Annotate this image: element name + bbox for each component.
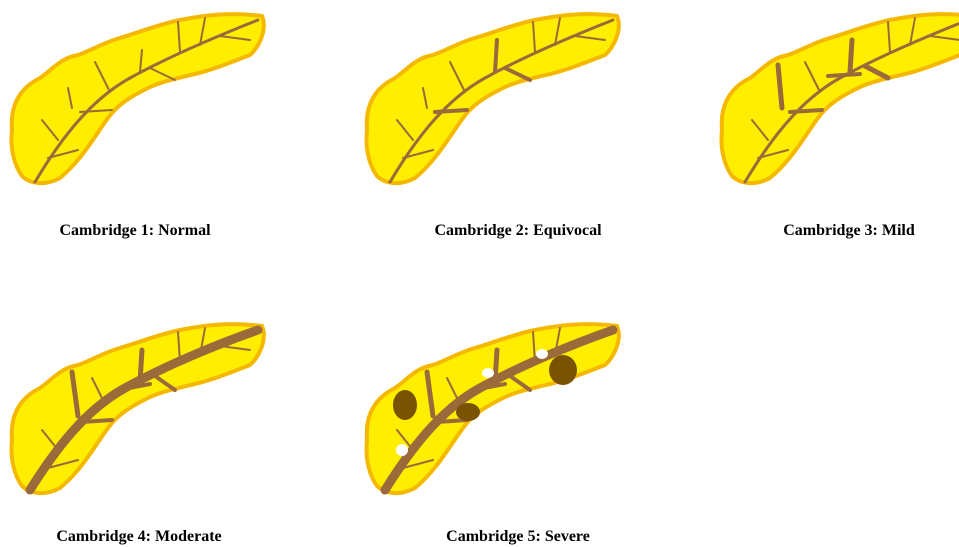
pancreas-illustration-severe [355,310,655,510]
caption-cambridge-3: Cambridge 3: Mild [699,222,959,240]
pancreas-illustration-equivocal [355,0,655,200]
cyst [456,403,480,421]
pancreas-illustration-normal [0,0,300,200]
calcification [396,444,408,456]
pancreas-illustration-moderate [0,310,300,510]
caption-cambridge-4: Cambridge 4: Moderate [0,528,289,546]
caption-cambridge-1: Cambridge 1: Normal [0,222,285,240]
cyst [549,355,577,385]
pancreas-illustration-mild [710,0,959,200]
cyst [393,390,417,420]
caption-cambridge-2: Cambridge 2: Equivocal [368,222,668,240]
caption-cambridge-5: Cambridge 5: Severe [368,528,668,546]
calcification [536,349,548,359]
calcification [482,368,494,378]
